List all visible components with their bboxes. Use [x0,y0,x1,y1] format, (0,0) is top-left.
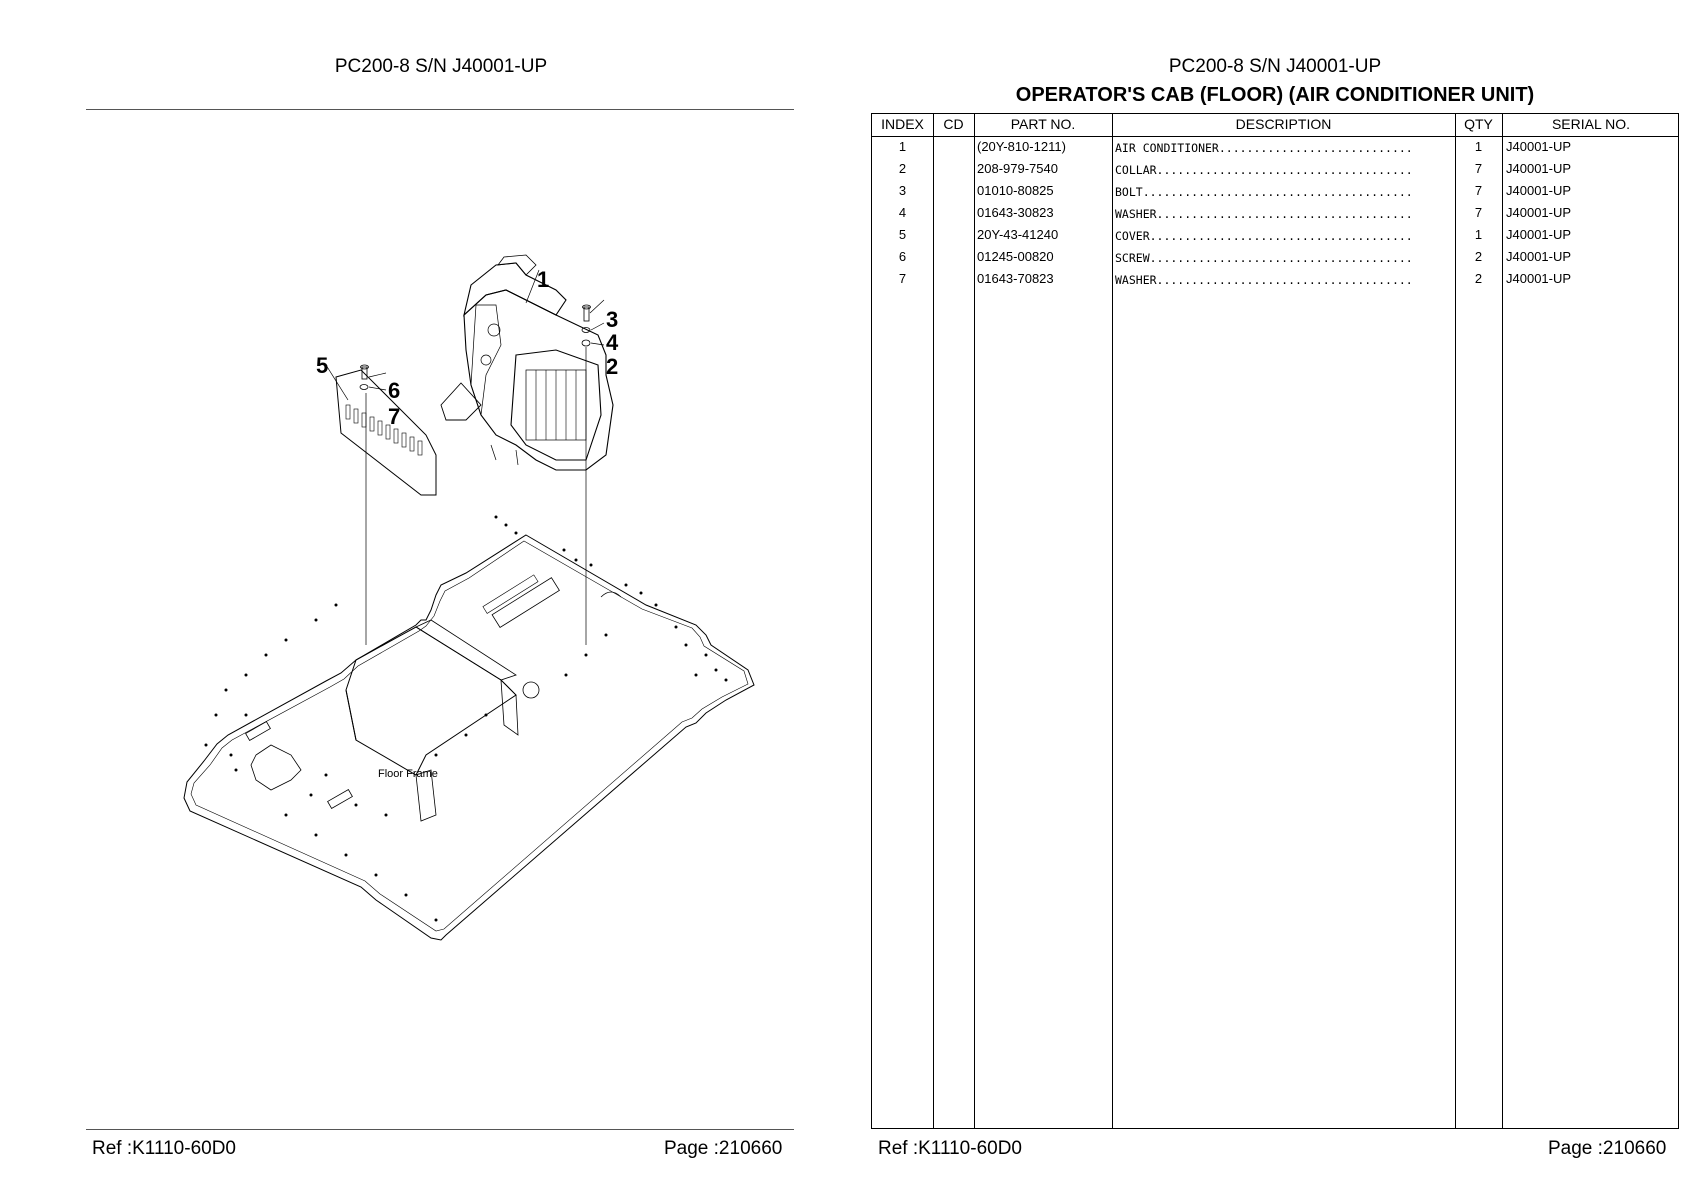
exploded-parts-diagram: 1 3 4 2 5 6 7 Floor Frame [183,254,755,941]
row-index: 6 [898,249,907,264]
header-serial-no: SERIAL NO. [1551,116,1631,132]
floor-frame-label: Floor Frame [378,768,438,780]
callout-3: 3 [606,307,618,332]
floor-frame-plate [183,534,755,941]
row-description: SCREW...................................… [1115,251,1413,265]
left-page-title: PC200-8 S/N J40001-UP [334,56,548,77]
left-footer-rule [86,1129,794,1130]
row-serial: J40001-UP [1506,271,1572,286]
row-qty: 2 [1474,249,1483,264]
air-conditioner-unit [440,254,614,471]
left-header-rule [86,109,794,110]
row-index: 2 [898,161,907,176]
right-page-number: Page :210660 [1548,1138,1667,1159]
row-serial: J40001-UP [1506,139,1572,154]
table-row: 7 01643-70823 WASHER....................… [872,269,1678,291]
table-row: 2 208-979-7540 COLLAR...................… [872,159,1678,181]
row-qty: 2 [1474,271,1483,286]
row-part-no: (20Y-810-1211) [977,139,1066,154]
right-page-title: PC200-8 S/N J40001-UP [1168,56,1382,77]
table-row: 3 01010-80825 BOLT......................… [872,181,1678,203]
row-serial: J40001-UP [1506,183,1572,198]
row-qty: 7 [1474,205,1483,220]
callout-4: 4 [606,330,619,355]
row-description: COLLAR..................................… [1115,163,1413,177]
table-row: 4 01643-30823 WASHER....................… [872,203,1678,225]
row-part-no: 01643-30823 [977,205,1054,220]
row-qty: 7 [1474,183,1483,198]
cover-panel [335,369,437,496]
table-row: 6 01245-00820 SCREW.....................… [872,247,1678,269]
row-qty: 7 [1474,161,1483,176]
row-index: 4 [898,205,907,220]
row-description: WASHER..................................… [1115,273,1413,287]
row-serial: J40001-UP [1506,205,1572,220]
row-description: AIR CONDITIONER.........................… [1115,141,1413,155]
table-row: 5 20Y-43-41240 COVER....................… [872,225,1678,247]
header-cd: CD [943,116,964,132]
row-part-no: 01245-00820 [977,249,1054,264]
left-ref-number: Ref :K1110-60D0 [92,1138,236,1159]
left-page-number: Page :210660 [664,1138,783,1159]
row-qty: 1 [1474,227,1483,242]
callout-1: 1 [537,267,549,292]
row-index: 5 [898,227,907,242]
header-index: INDEX [881,116,924,132]
section-title: OPERATOR'S CAB (FLOOR) (AIR CONDITIONER … [1015,84,1535,106]
row-part-no: 01010-80825 [977,183,1054,198]
row-part-no: 208-979-7540 [977,161,1058,176]
header-description: DESCRIPTION [1235,116,1332,132]
table-row: 1 (20Y-810-1211) AIR CONDITIONER........… [872,137,1678,159]
row-description: WASHER..................................… [1115,207,1413,221]
row-description: COVER...................................… [1115,229,1413,243]
row-serial: J40001-UP [1506,227,1572,242]
callout-5: 5 [316,353,328,378]
row-description: BOLT....................................… [1115,185,1413,199]
row-part-no: 20Y-43-41240 [977,227,1059,242]
row-index: 1 [898,139,907,154]
header-qty: QTY [1464,116,1493,132]
callout-6: 6 [388,378,400,403]
row-index: 7 [898,271,907,286]
row-qty: 1 [1474,139,1483,154]
row-part-no: 01643-70823 [977,271,1054,286]
row-index: 3 [898,183,907,198]
callout-7: 7 [388,404,400,429]
row-serial: J40001-UP [1506,249,1572,264]
callout-2: 2 [606,354,618,379]
header-part-no: PART NO. [1010,116,1076,132]
right-ref-number: Ref :K1110-60D0 [878,1138,1022,1159]
mount-bracket [345,626,517,776]
parts-table: INDEX CD PART NO. DESCRIPTION QTY SERIAL… [871,113,1679,1129]
row-serial: J40001-UP [1506,161,1572,176]
